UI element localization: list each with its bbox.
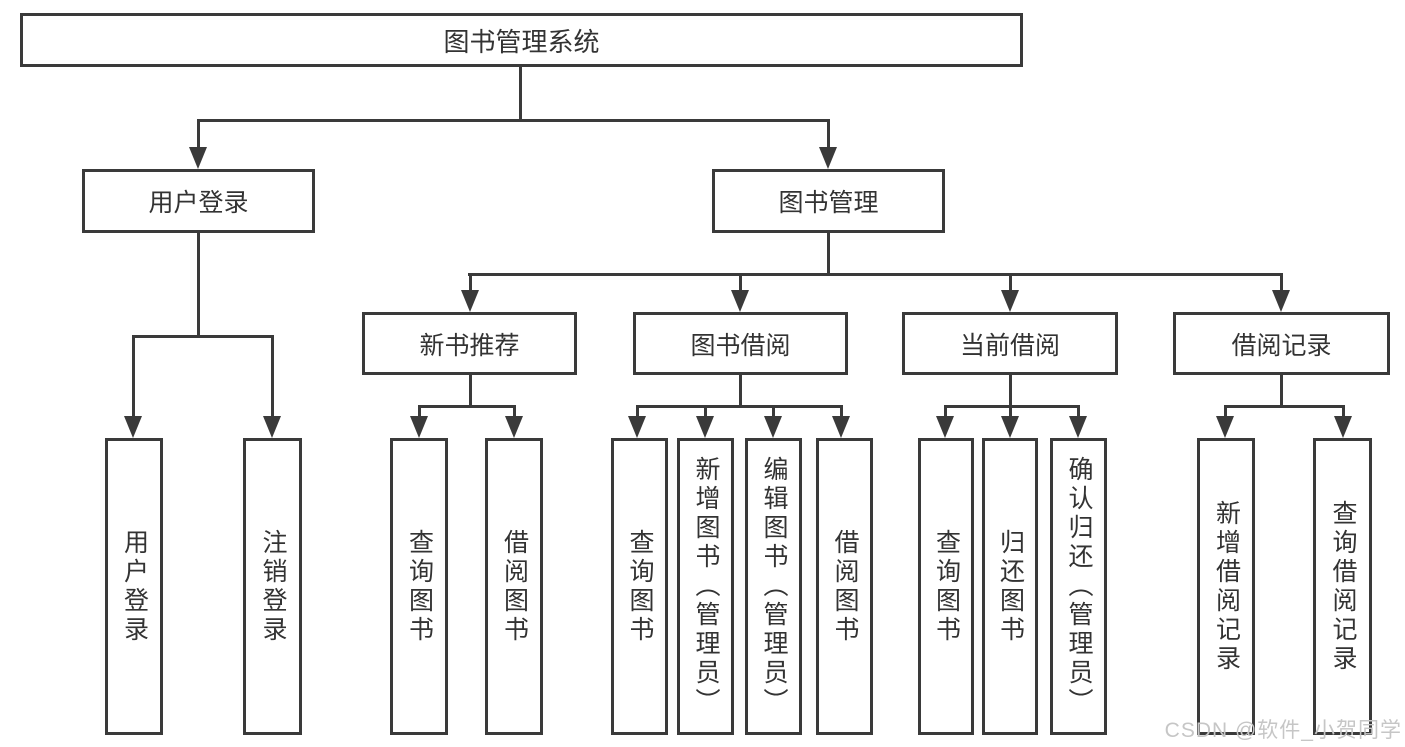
connector-hline [636, 405, 843, 408]
leaf-query-books-recommend: 查询图书 [390, 438, 448, 735]
node-borrowing-records: 借阅记录 [1173, 312, 1390, 375]
leaf-query-borrow-record: 查询借阅记录 [1313, 438, 1372, 735]
connector-vline [1342, 405, 1345, 418]
node-current-borrowing: 当前借阅 [902, 312, 1118, 375]
leaf-label: 编辑图书（管理员） [760, 456, 788, 717]
node-book-management: 图书管理 [712, 169, 945, 233]
leaf-label: 查询图书 [626, 528, 654, 645]
arrow-down-icon [696, 416, 714, 438]
connector-vline [197, 233, 200, 335]
arrow-down-icon [1272, 290, 1290, 312]
connector-vline [739, 273, 742, 292]
leaf-label: 新增借阅记录 [1212, 499, 1241, 674]
connector-vline [1077, 405, 1080, 418]
node-label: 用户登录 [148, 189, 249, 217]
connector-vline [827, 233, 830, 275]
leaf-label: 查询借阅记录 [1329, 499, 1357, 674]
arrow-down-icon [1069, 416, 1087, 438]
arrow-down-icon [628, 416, 646, 438]
arrow-down-icon [936, 416, 954, 438]
leaf-label: 查询图书 [932, 528, 961, 645]
csdn-watermark: CSDN @软件_小贺同学 [1164, 719, 1402, 742]
connector-hline [132, 335, 274, 338]
leaf-user-login: 用户登录 [105, 438, 163, 735]
leaf-label: 归还图书 [996, 528, 1025, 645]
connector-vline [739, 375, 742, 407]
leaf-add-books-admin: 新增图书（管理员） [677, 438, 734, 735]
leaf-edit-books-admin: 编辑图书（管理员） [745, 438, 802, 735]
arrow-down-icon [731, 290, 749, 312]
arrow-down-icon [832, 416, 850, 438]
connector-vline [197, 119, 200, 149]
connector-vline [418, 405, 421, 418]
arrow-down-icon [263, 416, 281, 438]
node-label: 图书管理系统 [443, 26, 600, 57]
connector-hline [197, 119, 830, 122]
connector-vline [469, 375, 472, 407]
node-label: 图书借阅 [690, 331, 791, 360]
arrow-down-icon [764, 416, 782, 438]
connector-vline [944, 405, 947, 418]
connector-vline [1009, 375, 1012, 407]
connector-hline [418, 405, 516, 408]
connector-vline [827, 119, 830, 149]
leaf-add-borrow-record: 新增借阅记录 [1197, 438, 1255, 735]
leaf-confirm-return-admin: 确认归还（管理员） [1050, 438, 1107, 735]
connector-vline [271, 335, 274, 418]
node-user-login: 用户登录 [82, 169, 315, 233]
connector-hline [468, 273, 1282, 276]
leaf-label: 借阅图书 [500, 528, 529, 645]
leaf-logout: 注销登录 [243, 438, 302, 735]
arrow-down-icon [189, 147, 207, 169]
arrow-down-icon [410, 416, 428, 438]
arrow-down-icon [505, 416, 523, 438]
leaf-query-books-current: 查询图书 [918, 438, 974, 735]
connector-vline [1280, 273, 1283, 292]
connector-vline [704, 405, 707, 418]
leaf-query-books-borrowing: 查询图书 [611, 438, 668, 735]
leaf-label: 查询图书 [405, 528, 434, 645]
node-label: 当前借阅 [959, 331, 1060, 360]
connector-hline [944, 405, 1080, 408]
connector-vline [1009, 273, 1012, 292]
node-label: 图书管理 [778, 189, 879, 217]
connector-vline [1009, 405, 1012, 418]
leaf-return-books: 归还图书 [982, 438, 1038, 735]
leaf-borrow-books-recommend: 借阅图书 [485, 438, 543, 735]
arrow-down-icon [1216, 416, 1234, 438]
leaf-borrow-books: 借阅图书 [816, 438, 873, 735]
node-label: 借阅记录 [1231, 331, 1332, 360]
arrow-down-icon [1334, 416, 1352, 438]
node-book-borrowing: 图书借阅 [633, 312, 848, 375]
node-new-book-recommend: 新书推荐 [362, 312, 577, 375]
arrow-down-icon [1001, 416, 1019, 438]
arrow-down-icon [819, 147, 837, 169]
connector-vline [1224, 405, 1227, 418]
connector-vline [636, 405, 639, 418]
arrow-down-icon [461, 290, 479, 312]
node-label: 新书推荐 [419, 331, 520, 360]
leaf-label: 注销登录 [259, 528, 287, 645]
connector-vline [519, 67, 522, 119]
leaf-label: 新增图书（管理员） [692, 456, 720, 717]
connector-vline [469, 273, 472, 292]
arrow-down-icon [1001, 290, 1019, 312]
connector-vline [772, 405, 775, 418]
connector-vline [840, 405, 843, 418]
connector-vline [1280, 375, 1283, 407]
leaf-label: 用户登录 [120, 528, 149, 645]
connector-vline [513, 405, 516, 418]
leaf-label: 确认归还（管理员） [1065, 456, 1093, 717]
arrow-down-icon [124, 416, 142, 438]
connector-hline [1224, 405, 1345, 408]
leaf-label: 借阅图书 [831, 528, 859, 645]
node-library-management-system: 图书管理系统 [20, 13, 1023, 67]
connector-vline [132, 335, 135, 418]
